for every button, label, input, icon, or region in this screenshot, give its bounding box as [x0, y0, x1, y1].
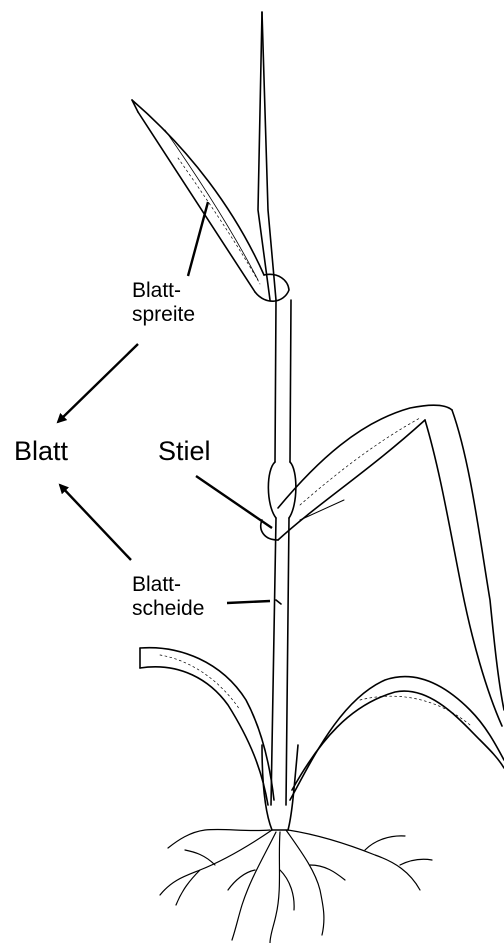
blattscheide-label: Blatt- scheide — [132, 573, 204, 621]
blattscheide-label-line1: Blatt- — [132, 573, 204, 597]
blattspreite-label-line1: Blatt- — [132, 279, 195, 303]
blattscheide-label-line2: scheide — [132, 597, 204, 621]
pointer-lines — [188, 202, 272, 603]
blattspreite-label-line2: spreite — [132, 303, 195, 327]
main-stem — [268, 300, 296, 805]
top-leaf-spike — [258, 12, 276, 300]
lower-left-leaf — [140, 648, 274, 805]
arrow-from-blattspreite — [58, 344, 138, 422]
stiel-pointer-line — [196, 476, 272, 528]
blatt-arrows — [58, 344, 138, 560]
blatt-label: Blatt — [14, 436, 68, 467]
blattscheide-pointer-line — [227, 601, 270, 603]
middle-right-leaf — [261, 405, 504, 726]
roots — [160, 829, 432, 943]
lower-right-leaf — [290, 677, 504, 800]
arrow-from-blattscheide — [60, 485, 131, 560]
stiel-label: Stiel — [158, 436, 211, 467]
blattspreite-pointer-line — [188, 202, 208, 276]
blattspreite-label: Blatt- spreite — [132, 279, 195, 327]
